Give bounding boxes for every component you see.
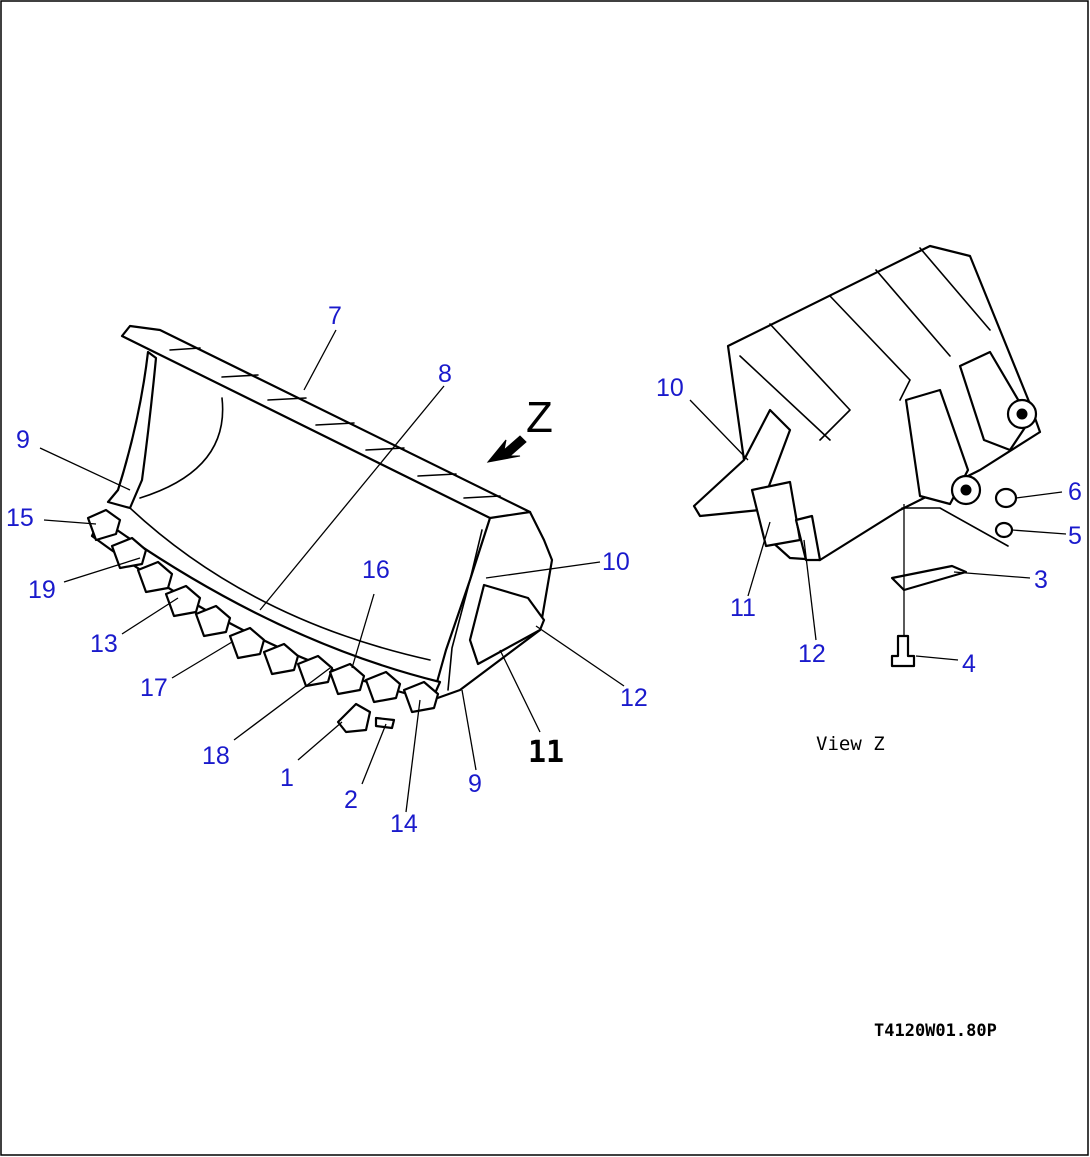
bucket-teeth-row: [86, 508, 440, 714]
callout-17: 17: [140, 674, 168, 702]
view-caption: View Z: [816, 733, 885, 755]
plate-part-3: [890, 564, 968, 592]
bucket-front-view: [86, 324, 554, 734]
bolt-part-4: [890, 634, 916, 668]
callout-5: 5: [1068, 522, 1082, 550]
callout-6: 6: [1068, 478, 1082, 506]
tooth: [402, 680, 440, 714]
callout-2: 2: [344, 786, 358, 814]
callout-18: 18: [202, 742, 230, 770]
callout-19: 19: [28, 576, 56, 604]
callout-1: 1: [280, 764, 294, 792]
side-edge-line: [447, 529, 483, 691]
callout-15: 15: [6, 504, 34, 532]
callout-7: 7: [328, 302, 342, 330]
tooth: [136, 560, 174, 594]
bucket-back-curve: [129, 397, 431, 661]
tooth: [262, 642, 300, 676]
callout-12: 12: [620, 684, 648, 712]
callout-14: 14: [390, 810, 418, 838]
nut-part-6: [994, 487, 1018, 509]
callout-3: 3: [1034, 566, 1048, 594]
leader-lines-left: [39, 329, 625, 813]
callout-9b: 9: [468, 770, 482, 798]
view-marker-z: Z: [526, 393, 553, 442]
hinge-hole: [1016, 408, 1028, 420]
hinge-hole: [960, 484, 972, 496]
callout-16: 16: [362, 556, 390, 584]
tooth: [228, 626, 266, 660]
callout-8: 8: [438, 360, 452, 388]
tooth: [194, 604, 232, 638]
view-direction-arrow: [486, 435, 527, 463]
tooth: [164, 584, 202, 618]
callout-13: 13: [90, 630, 118, 658]
bucket-top-plate: [120, 324, 532, 522]
tooth: [364, 670, 402, 704]
callout-12b: 12: [798, 640, 826, 668]
bolt-mount: [901, 507, 1009, 547]
callout-11b: 11: [730, 594, 756, 622]
callout-10: 10: [602, 548, 630, 576]
tooth: [328, 662, 366, 696]
drawing-code: T4120W01.80P: [874, 1021, 997, 1041]
tooth-part-1: [336, 702, 372, 734]
callout-4: 4: [962, 650, 976, 678]
pin-part-2: [374, 716, 396, 730]
top-plate-segments: [169, 347, 501, 499]
rear-edge-plate-12: [794, 514, 822, 562]
callout-9: 9: [16, 426, 30, 454]
rear-ribs: [739, 247, 991, 441]
bucket-left-side: [106, 350, 158, 510]
leader-lines-right: [689, 399, 1067, 661]
callout-10b: 10: [656, 374, 684, 402]
washer-part-5: [994, 521, 1014, 539]
side-wear-plate-11: [468, 583, 546, 666]
bucket-rear-view: [692, 244, 1042, 668]
part-label-11-black: 11: [528, 735, 564, 770]
tooth: [86, 508, 122, 542]
